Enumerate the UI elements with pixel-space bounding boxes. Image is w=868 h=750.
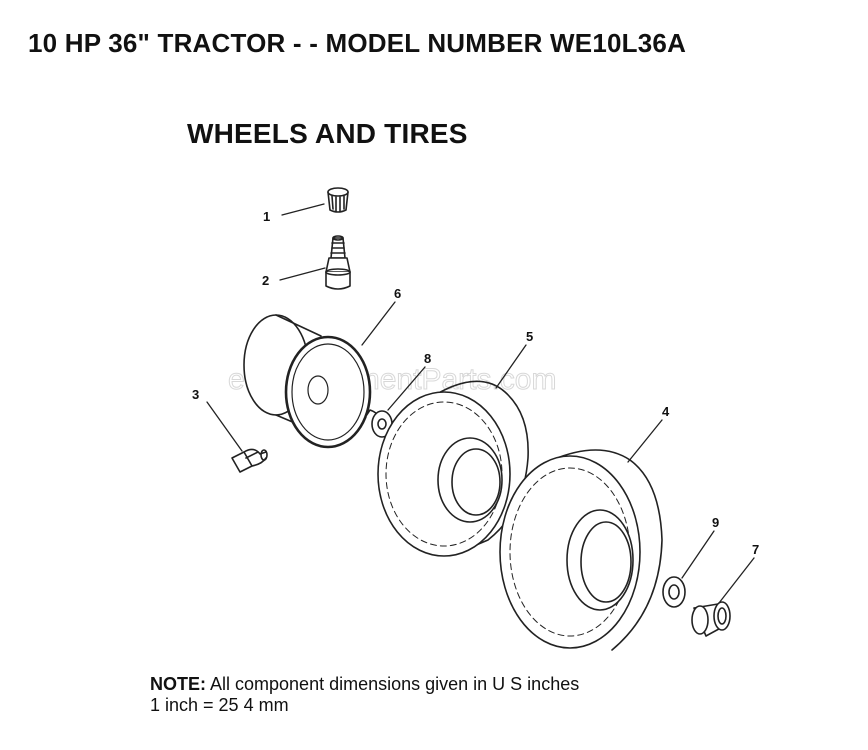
callout-4: 4 xyxy=(662,404,670,419)
note-label: NOTE: xyxy=(150,674,206,694)
page-title: 10 HP 36" TRACTOR - - MODEL NUMBER WE10L… xyxy=(28,28,687,58)
leader-3 xyxy=(206,401,243,452)
leader-8 xyxy=(387,366,426,411)
grease-fitting-part xyxy=(231,448,268,473)
leader-7 xyxy=(718,557,755,604)
leader-1 xyxy=(281,203,325,216)
callout-8: 8 xyxy=(424,351,431,366)
callout-2: 2 xyxy=(262,273,269,288)
note-line-1: NOTE: All component dimensions given in … xyxy=(150,674,579,695)
callout-9: 9 xyxy=(712,515,719,530)
note-text: All component dimensions given in U S in… xyxy=(210,674,580,694)
wheel-rim-part xyxy=(243,314,372,449)
leader-2 xyxy=(279,267,326,281)
callout-1: 1 xyxy=(263,209,270,224)
callout-labels: 1 2 3 4 5 6 7 8 9 xyxy=(192,209,759,557)
dimension-note: NOTE: All component dimensions given in … xyxy=(150,674,579,716)
callout-7: 7 xyxy=(752,542,759,557)
callout-3: 3 xyxy=(192,387,199,402)
leader-lines xyxy=(206,203,755,604)
front-tire-part xyxy=(377,380,529,557)
valve-cap-part xyxy=(327,187,349,213)
note-conversion: 1 inch = 25 4 mm xyxy=(150,695,289,715)
leader-4 xyxy=(627,419,663,463)
rear-tire-part xyxy=(499,449,663,651)
washer-rear-part xyxy=(662,576,686,608)
valve-stem-part xyxy=(325,235,351,290)
bushing-part xyxy=(691,601,731,637)
leader-6 xyxy=(361,301,396,346)
section-title: WHEELS AND TIRES xyxy=(187,118,468,149)
callout-5: 5 xyxy=(526,329,533,344)
leader-5 xyxy=(495,344,527,389)
callout-6: 6 xyxy=(394,286,401,301)
leader-9 xyxy=(681,530,715,579)
